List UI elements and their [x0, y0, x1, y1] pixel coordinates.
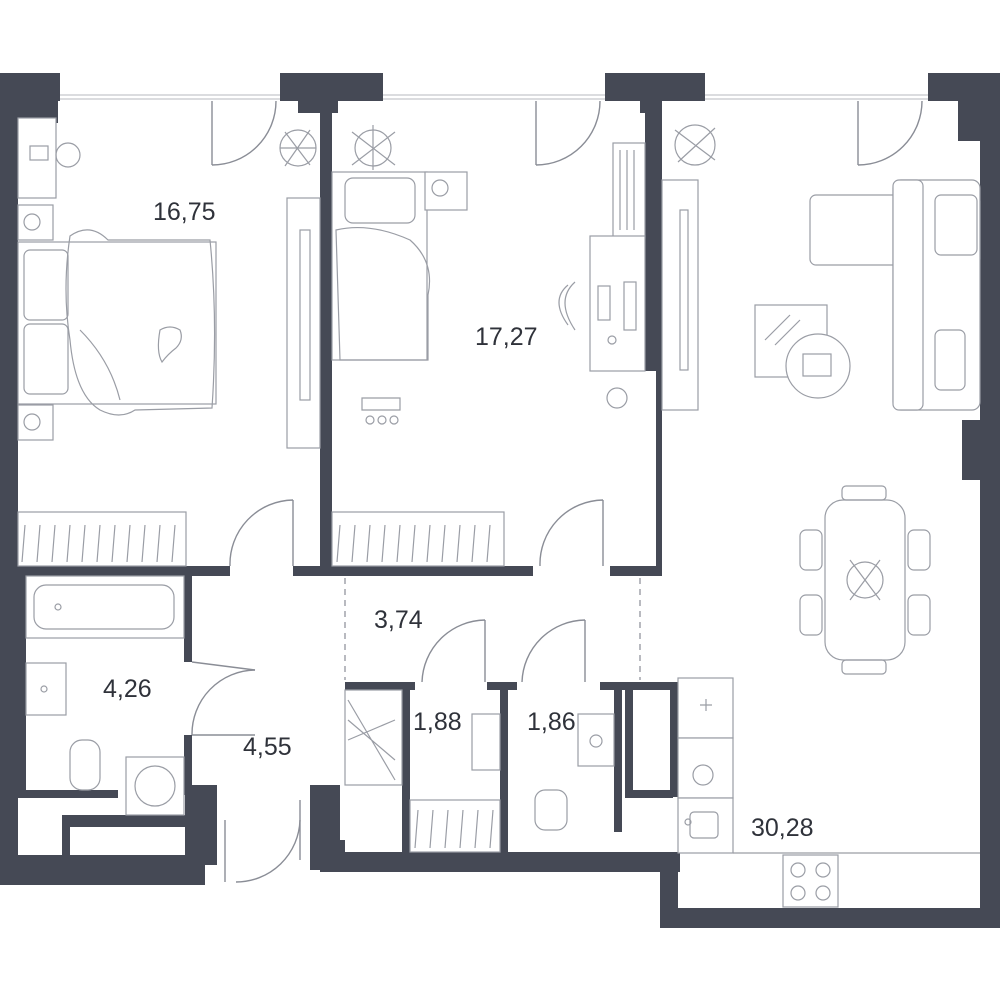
area-hall: 3,74 [374, 606, 423, 634]
plant-icon [674, 124, 716, 166]
area-bedroom-1: 16,75 [153, 198, 216, 226]
closet-furniture [344, 689, 501, 853]
windows [60, 94, 928, 100]
flowers-icon [846, 559, 884, 601]
living-furniture [661, 124, 981, 908]
wc-furniture [534, 713, 615, 831]
bathroom-furniture [25, 575, 185, 816]
plant-icon [351, 125, 396, 170]
bedroom-2-furniture [331, 125, 646, 567]
area-bathroom: 4,26 [103, 675, 152, 703]
rollerblades-icon [361, 397, 401, 425]
area-living-kitchen: 30,28 [751, 814, 814, 842]
area-closet: 1,88 [413, 708, 462, 736]
area-labels: 16,75 17,27 3,74 4,26 4,55 1,88 1,86 30,… [103, 198, 814, 842]
area-wc: 1,86 [527, 708, 576, 736]
area-entrance: 4,55 [243, 733, 292, 761]
walls [0, 73, 1000, 928]
zone-boundaries [344, 578, 641, 680]
bedroom-1-furniture [17, 117, 321, 567]
plant-icon [279, 129, 317, 167]
doors [191, 100, 923, 883]
area-bedroom-2: 17,27 [475, 323, 538, 351]
